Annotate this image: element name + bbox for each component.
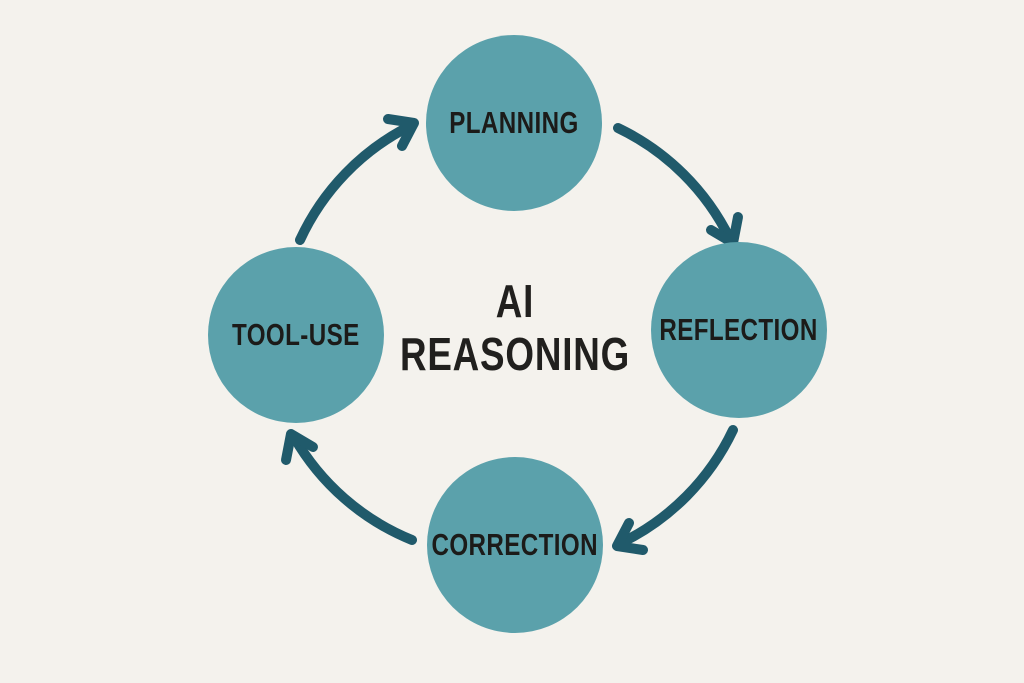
node-reflection: REFLECTION [651,242,827,418]
node-correction: CORRECTION [427,457,603,633]
arrow-curve [613,123,735,244]
arrow-reflection-to-correction [612,425,738,555]
arrow-head-icon [281,429,318,465]
node-planning-label: PLANNING [449,105,579,140]
arrow-planning-to-reflection [613,123,743,248]
arrow-head-icon [612,518,648,555]
node-planning: PLANNING [426,35,602,211]
node-reflection-label: REFLECTION [659,312,819,347]
arrow-curve [616,425,738,548]
title-line-1: AI [495,275,535,327]
arrow-head-icon [383,114,419,151]
diagram-title: AI REASONING [355,275,675,381]
arrow-curve [295,121,415,245]
node-tool-use-label: TOOL-USE [232,317,360,352]
node-tool-use: TOOL-USE [208,247,384,423]
arrow-curve [289,432,417,545]
node-correction-label: CORRECTION [431,527,599,562]
title-line-2: REASONING [399,328,631,380]
arrow-correction-to-tool-use [281,429,417,545]
arrow-tool-use-to-planning [295,114,419,245]
